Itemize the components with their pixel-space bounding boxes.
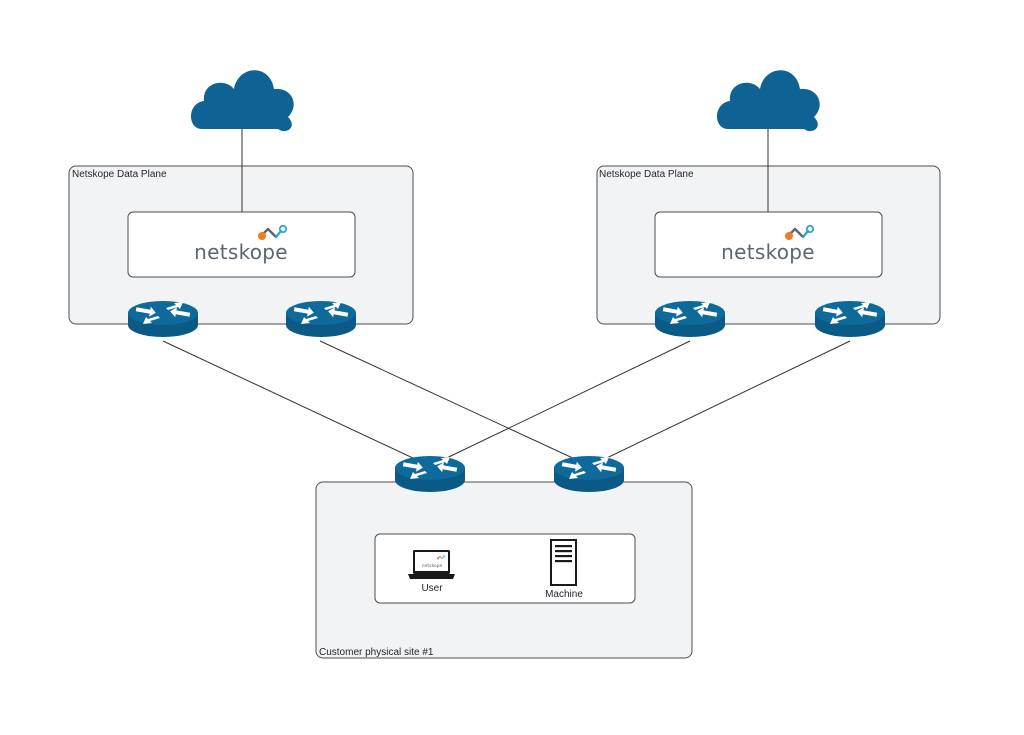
customer-site-title: Customer physical site #1: [319, 647, 434, 658]
router-icon: [395, 456, 465, 492]
right-plane-title: Netskope Data Plane: [599, 169, 694, 180]
user-label: User: [421, 583, 443, 594]
laptop-icon: netskope: [408, 550, 455, 579]
machine-label: Machine: [545, 589, 583, 600]
right-netskope-box: netskope: [654, 211, 883, 278]
right-netskope-wordmark: netskope: [721, 240, 815, 264]
cloud-icon: [716, 70, 820, 132]
left-plane-title: Netskope Data Plane: [72, 169, 167, 180]
laptop-screen-brand: netskope: [422, 563, 443, 569]
router-icon: [286, 301, 356, 337]
cloud-icon: [190, 70, 294, 132]
router-icon: [655, 301, 725, 337]
router-icon: [128, 301, 198, 337]
left-netskope-wordmark: netskope: [194, 240, 288, 264]
router-icon: [554, 456, 624, 492]
customer-devices-panel: netskope User Machine: [374, 533, 636, 604]
router-icon: [815, 301, 885, 337]
router-links: [162, 340, 851, 467]
server-icon: [550, 539, 577, 586]
left-netskope-box: netskope: [127, 211, 356, 278]
